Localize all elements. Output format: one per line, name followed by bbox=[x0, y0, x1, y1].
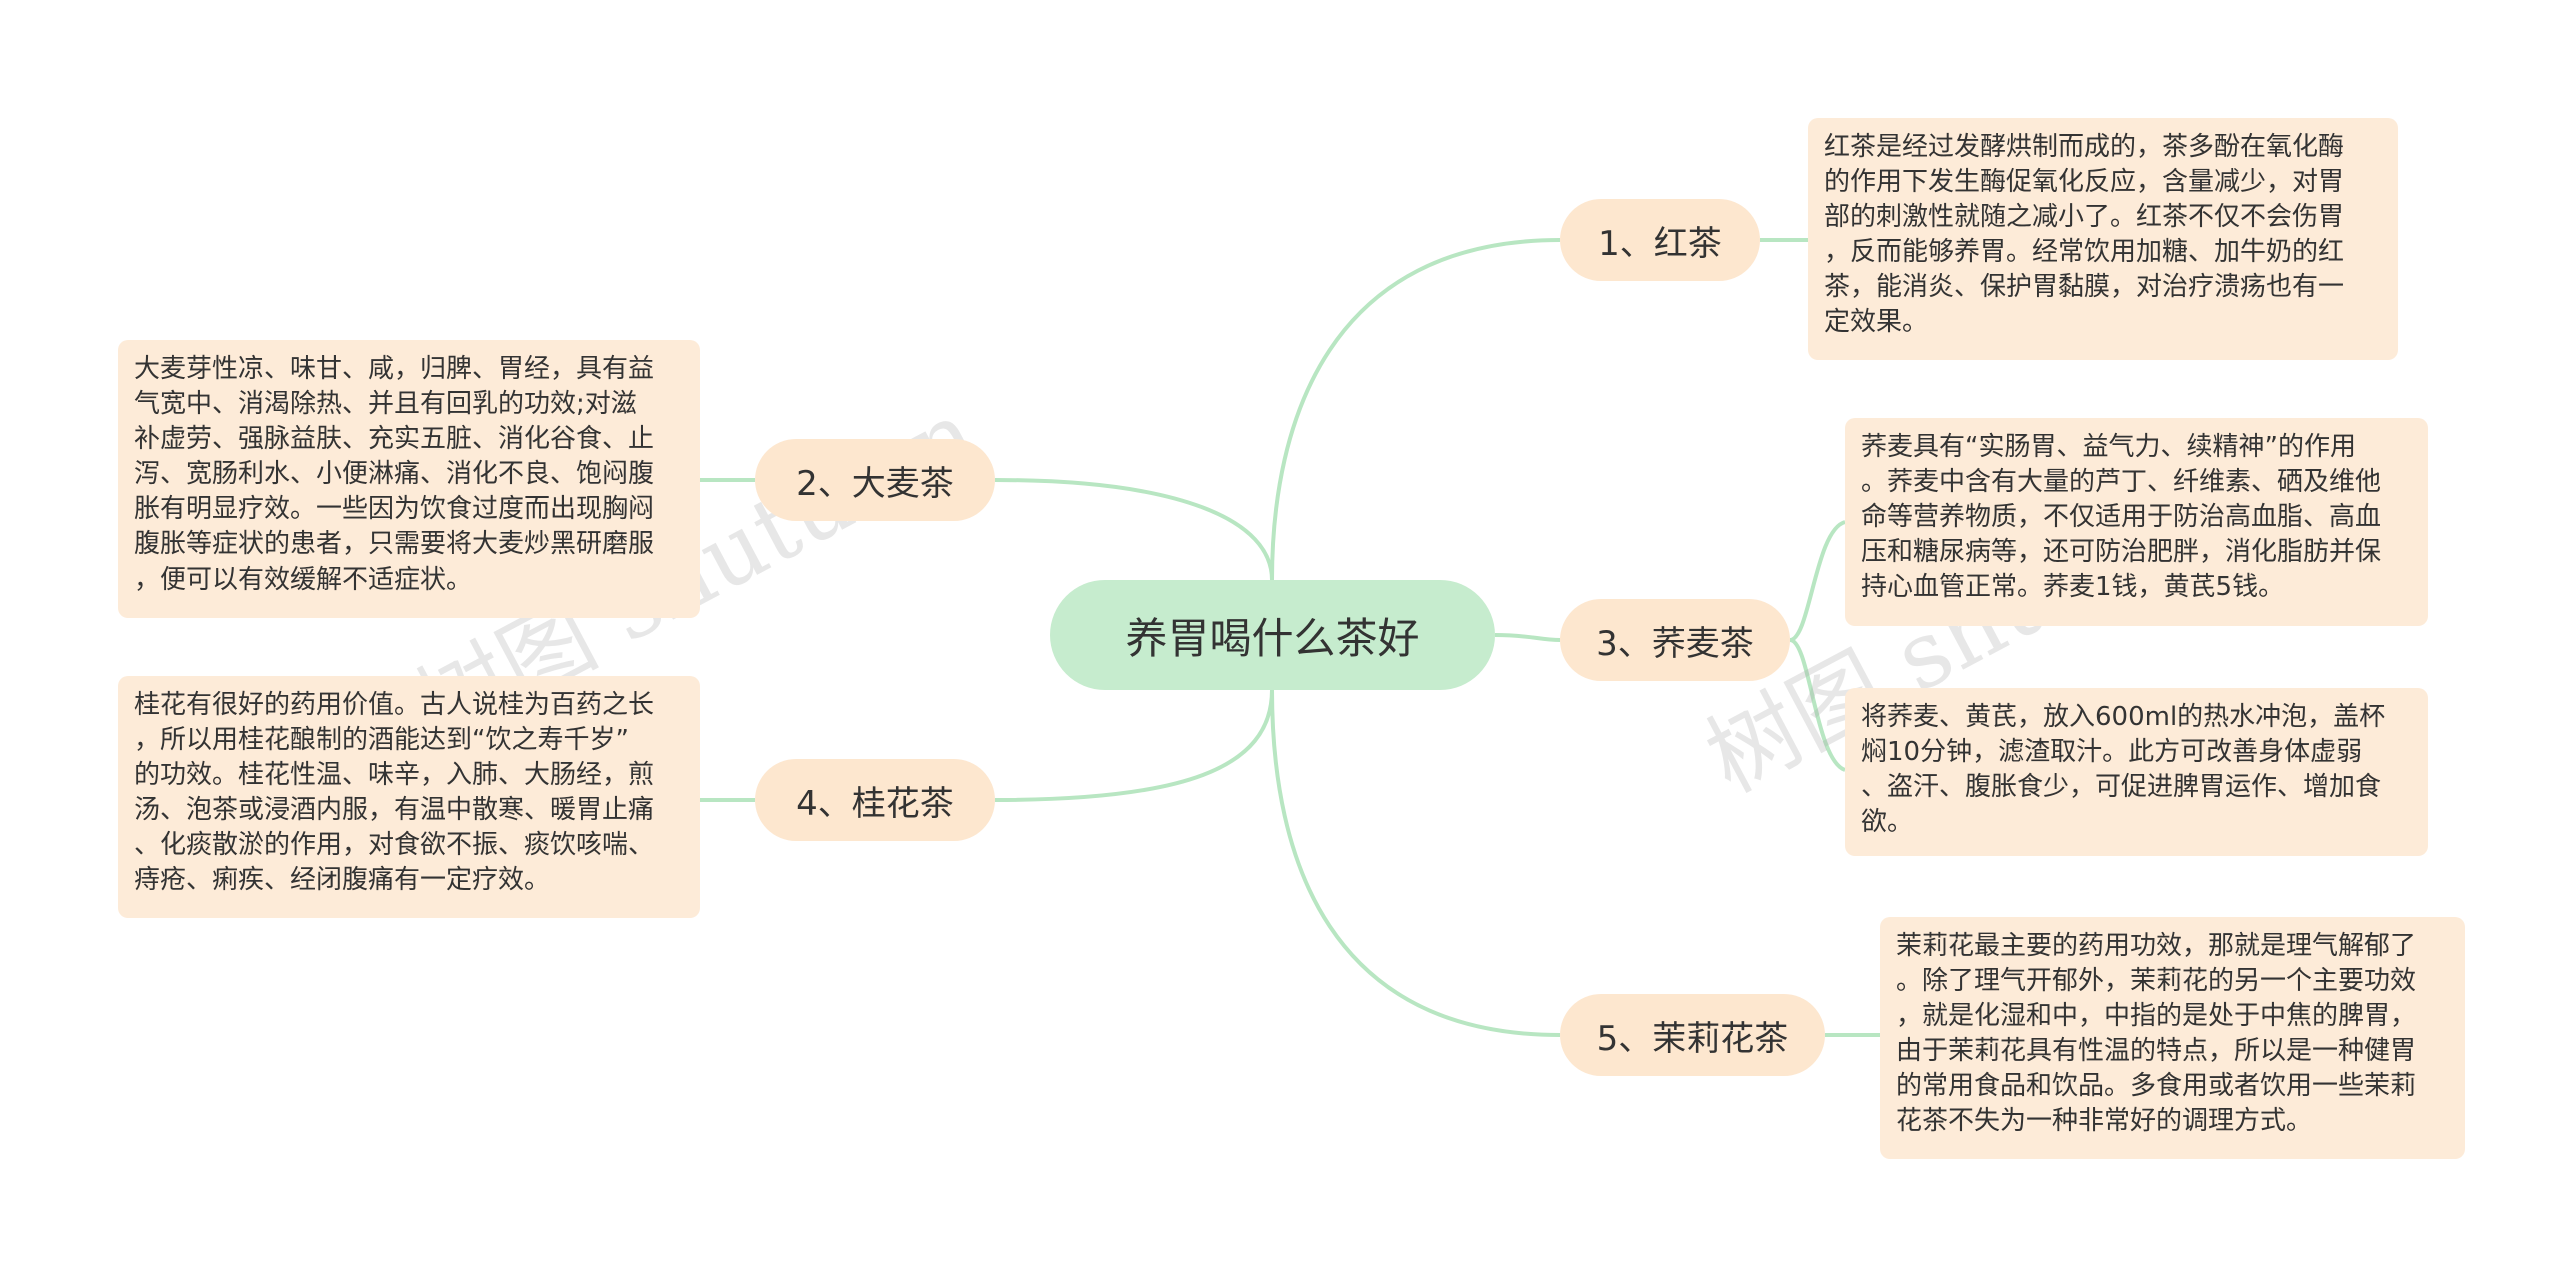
leaf-buckwheat-tea-1[interactable]: 荞麦具有“实肠胃、益气力、续精神”的作用 。荞麦中含有大量的芦丁、纤维素、硒及维… bbox=[1845, 418, 2428, 626]
leaf-buckwheat-tea-2[interactable]: 将荞麦、黄芪，放入600ml的热水冲泡，盖杯 焖10分钟，滤渣取汁。此方可改善身… bbox=[1845, 688, 2428, 856]
leaf-barley-tea[interactable]: 大麦芽性凉、味甘、咸，归脾、胃经，具有益 气宽中、消渴除热、并且有回乳的功效;对… bbox=[118, 340, 700, 618]
branch-buckwheat-tea[interactable]: 3、荞麦茶 bbox=[1560, 599, 1790, 681]
edge-root-to-black-tea bbox=[1270, 238, 1561, 581]
edge-buckwheat-to-leaf-2 bbox=[1789, 638, 1846, 772]
leaf-black-tea[interactable]: 红茶是经过发酵烘制而成的，茶多酚在氧化酶 的作用下发生酶促氧化反应，含量减少，对… bbox=[1808, 118, 2398, 360]
edge-buckwheat-to-leaf-1 bbox=[1789, 520, 1846, 642]
edge-root-to-buckwheat-tea bbox=[1494, 633, 1561, 642]
root-topic[interactable]: 养胃喝什么茶好 bbox=[1050, 580, 1495, 690]
branch-black-tea[interactable]: 1、红茶 bbox=[1560, 199, 1760, 281]
leaf-osmanthus-tea[interactable]: 桂花有很好的药用价值。古人说桂为百药之长 ，所以用桂花酿制的酒能达到“饮之寿千岁… bbox=[118, 676, 700, 918]
branch-jasmine-tea[interactable]: 5、茉莉花茶 bbox=[1560, 994, 1825, 1076]
edge-root-to-jasmine-tea bbox=[1270, 689, 1561, 1037]
leaf-jasmine-tea[interactable]: 茉莉花最主要的药用功效，那就是理气解郁了 。除了理气开郁外，茉莉花的另一个主要功… bbox=[1880, 917, 2465, 1159]
branch-osmanthus-tea[interactable]: 4、桂花茶 bbox=[755, 759, 995, 841]
branch-barley-tea[interactable]: 2、大麦茶 bbox=[755, 439, 995, 521]
edge-root-to-barley-tea bbox=[994, 478, 1274, 581]
edge-root-to-osmanthus-tea bbox=[994, 689, 1274, 802]
